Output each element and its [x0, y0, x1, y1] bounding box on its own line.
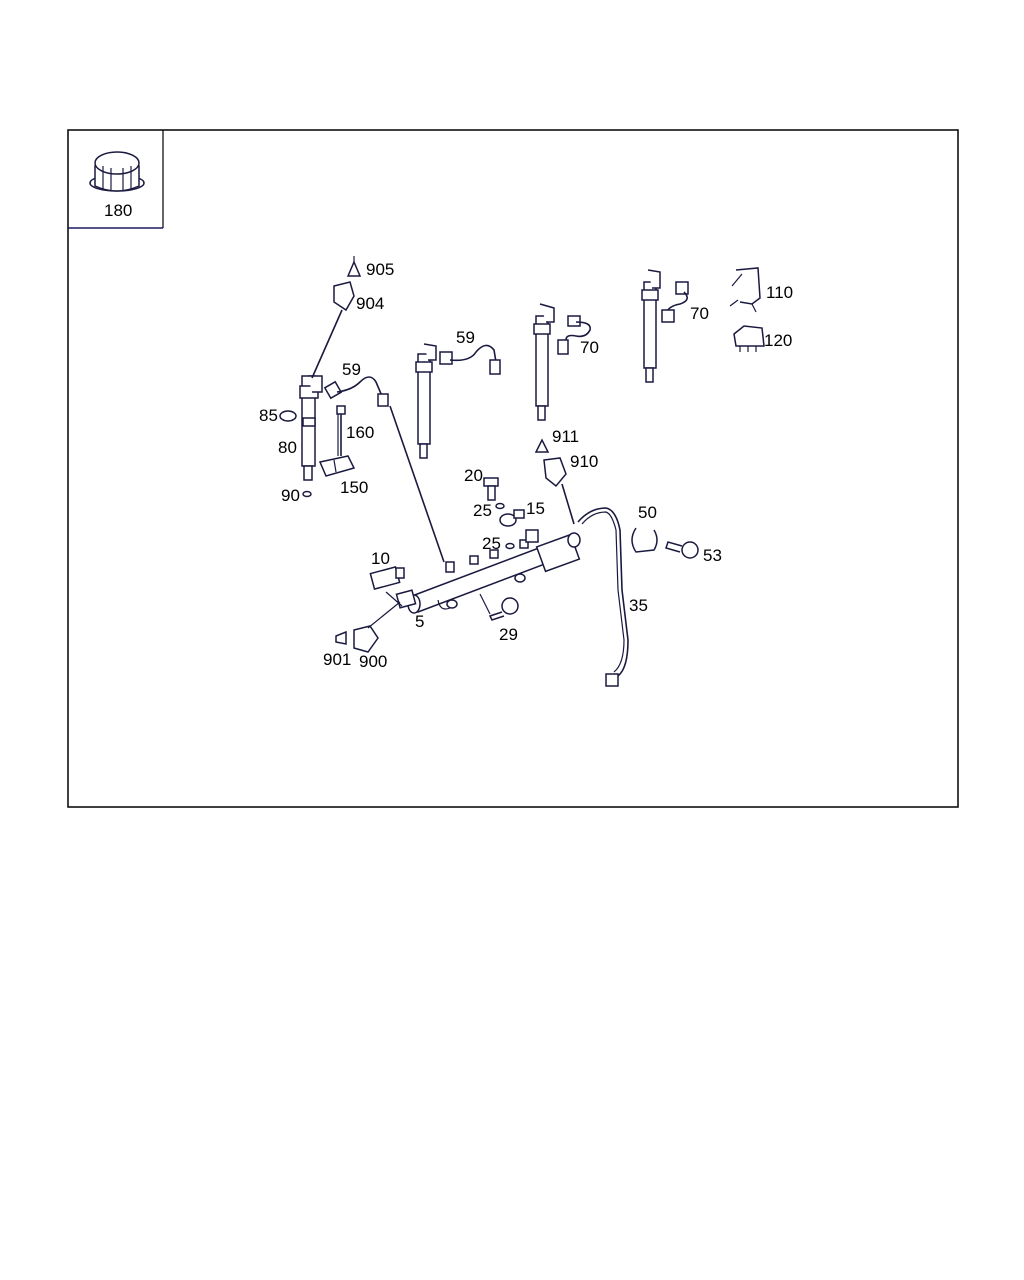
callout-70-a: 70 — [580, 338, 599, 357]
plug-901 — [335, 630, 347, 645]
callout-80: 80 — [278, 438, 297, 457]
banjo-bolt-20 — [483, 477, 499, 501]
injector-80 — [279, 375, 323, 498]
cap-910 — [543, 457, 567, 488]
callout-50: 50 — [638, 503, 657, 522]
callout-25-b: 25 — [482, 534, 501, 553]
cap-905 — [346, 256, 362, 277]
washer-25-a — [495, 502, 505, 510]
bolt-53 — [665, 541, 699, 559]
fitting-15 — [499, 509, 525, 527]
callout-905: 905 — [366, 260, 394, 279]
callout-20: 20 — [464, 466, 483, 485]
callout-150: 150 — [340, 478, 368, 497]
injector-2 — [415, 343, 437, 459]
o-ring-85 — [279, 410, 297, 422]
inset-label: 180 — [104, 201, 132, 220]
callout-120: 120 — [764, 331, 792, 350]
clamp-150 — [318, 455, 356, 477]
callout-90: 90 — [281, 486, 300, 505]
callout-35: 35 — [629, 596, 648, 615]
callout-10: 10 — [371, 549, 390, 568]
injector-4 — [641, 269, 661, 383]
leader-59 — [389, 405, 445, 563]
callout-5: 5 — [415, 612, 424, 631]
injector-3 — [533, 303, 555, 421]
pipe-70-a — [557, 315, 592, 355]
fuel-line-35 — [577, 507, 629, 687]
callout-29: 29 — [499, 625, 518, 644]
callout-59-left: 59 — [342, 360, 361, 379]
callout-85: 85 — [259, 406, 278, 425]
callout-110: 110 — [766, 283, 793, 302]
pipe-70-b — [661, 281, 689, 323]
fuel-rail-5 — [407, 529, 581, 614]
cap-icon — [89, 151, 145, 192]
callout-910: 910 — [570, 452, 598, 471]
callout-53: 53 — [703, 546, 722, 565]
cap-911 — [534, 438, 550, 453]
pipe-59-right — [439, 344, 501, 375]
pressure-sensor-10 — [369, 565, 405, 591]
bolt-29 — [488, 597, 519, 621]
bracket-120 — [733, 325, 765, 352]
callout-911: 911 — [552, 427, 579, 446]
bolt-160 — [336, 405, 346, 456]
cap-904 — [333, 281, 355, 312]
callout-160: 160 — [346, 423, 374, 442]
pipe-59-left — [323, 376, 389, 407]
inset-box: 180 — [68, 130, 164, 229]
callout-900: 900 — [359, 652, 387, 671]
washer-90 — [302, 490, 312, 498]
bracket-110 — [729, 267, 761, 313]
callout-901: 901 — [323, 650, 351, 669]
callout-25-a: 25 — [473, 501, 492, 520]
valve-plug — [395, 589, 417, 609]
connector-900 — [353, 625, 379, 653]
diagram-frame — [67, 129, 959, 808]
callout-15: 15 — [526, 499, 545, 518]
washer-25-b — [505, 542, 515, 550]
clamp-50 — [631, 527, 658, 553]
callout-70-b: 70 — [690, 304, 709, 323]
callout-59-right: 59 — [456, 328, 475, 347]
callout-904: 904 — [356, 294, 384, 313]
